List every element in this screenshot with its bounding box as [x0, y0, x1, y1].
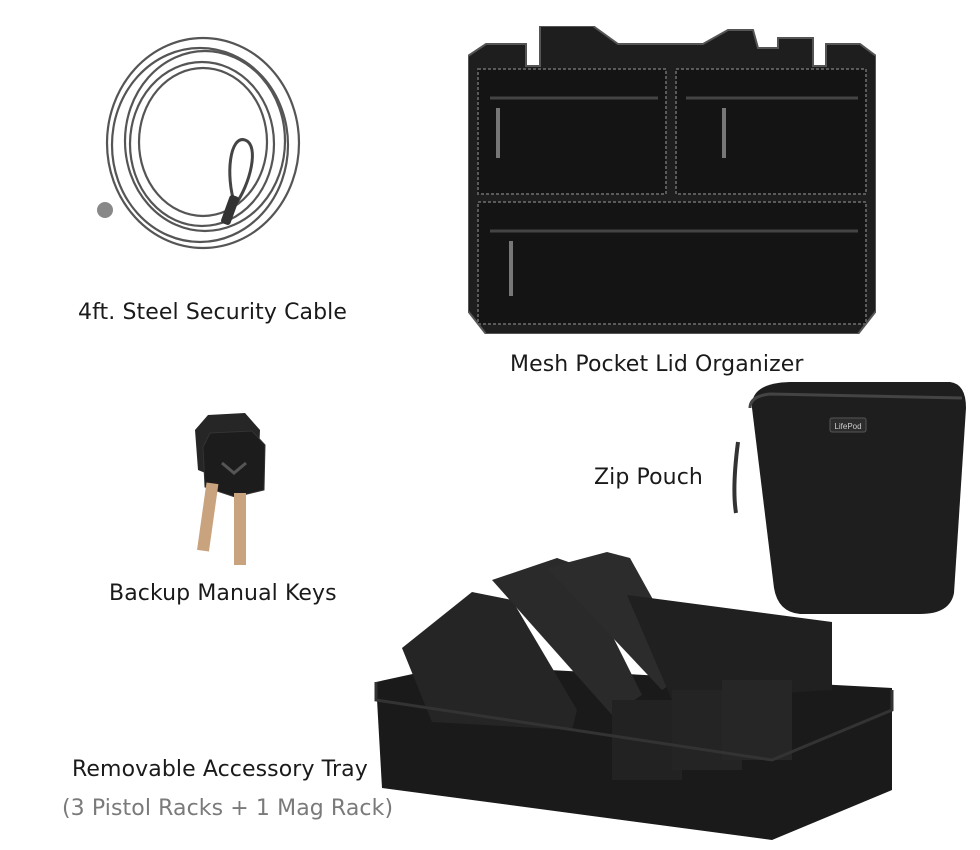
pouch-brand-text: LifePod — [834, 422, 861, 431]
accessory-tray-label: Removable Accessory Tray — [72, 757, 368, 782]
steel-security-cable-label: 4ft. Steel Security Cable — [78, 300, 348, 325]
accessory-tray-image — [374, 552, 894, 840]
backup-keys-label: Backup Manual Keys — [109, 581, 337, 606]
mesh-lid-organizer-image — [468, 26, 876, 334]
steel-security-cable-image — [97, 36, 301, 250]
backup-keys-image — [195, 413, 266, 565]
accessory-tray-sublabel: (3 Pistol Racks + 1 Mag Rack) — [62, 796, 394, 821]
zip-pouch-label: Zip Pouch — [594, 465, 703, 490]
mesh-lid-organizer-label: Mesh Pocket Lid Organizer — [510, 352, 804, 377]
zip-pouch-image: LifePod — [732, 382, 966, 614]
